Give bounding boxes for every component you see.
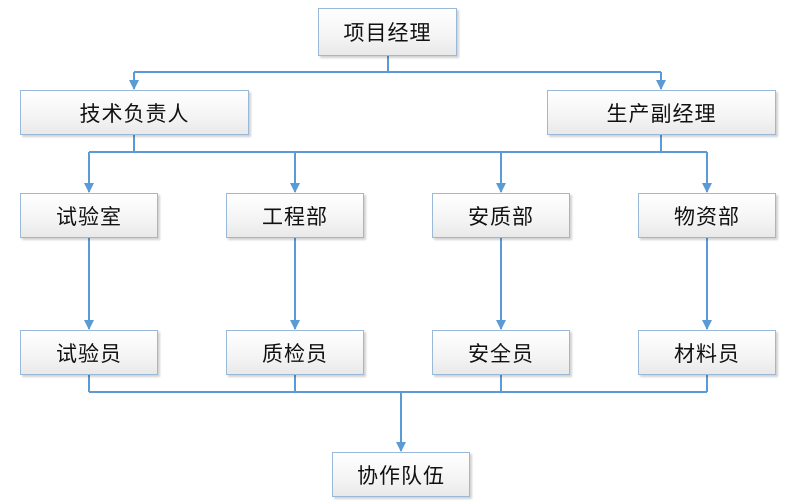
node-label: 材料员 <box>674 341 740 366</box>
node-laboratory: 试验室 <box>20 193 158 238</box>
node-label: 协作队伍 <box>357 463 445 488</box>
node-project-manager: 项目经理 <box>318 8 457 56</box>
node-deputy-production-manager: 生产副经理 <box>547 90 776 135</box>
node-label: 质检员 <box>262 341 328 366</box>
node-label: 安质部 <box>468 204 534 229</box>
node-label: 安全员 <box>468 341 534 366</box>
node-safety-quality-dept: 安质部 <box>432 193 570 238</box>
node-label: 技术负责人 <box>79 101 190 126</box>
node-engineering-dept: 工程部 <box>226 193 364 238</box>
node-materials-clerk: 材料员 <box>638 330 776 375</box>
node-label: 试验员 <box>56 341 122 366</box>
node-tester: 试验员 <box>20 330 158 375</box>
node-materials-dept: 物资部 <box>638 193 776 238</box>
node-safety-officer: 安全员 <box>432 330 570 375</box>
node-label: 工程部 <box>262 204 328 229</box>
node-work-team: 协作队伍 <box>332 452 470 497</box>
node-label: 项目经理 <box>343 21 432 45</box>
node-quality-inspector: 质检员 <box>226 330 364 375</box>
node-technical-lead: 技术负责人 <box>20 90 249 135</box>
node-label: 生产副经理 <box>606 101 717 126</box>
node-label: 试验室 <box>56 204 122 229</box>
node-label: 物资部 <box>674 204 740 229</box>
